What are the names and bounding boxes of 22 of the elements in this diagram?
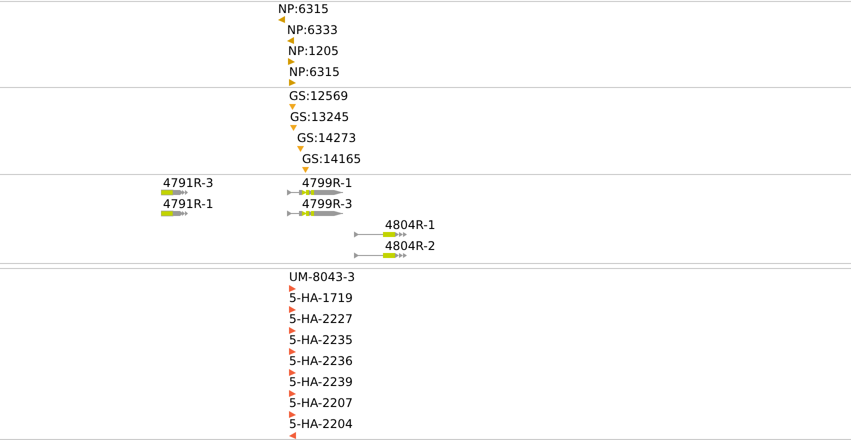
feature-label: GS:13245 [290, 110, 350, 124]
feature-label: NP:6333 [287, 23, 338, 37]
feature-label: 5-HA-2227 [289, 312, 353, 326]
feature-label: GS:12569 [289, 89, 348, 103]
feature-label: GS:14273 [297, 131, 356, 145]
feature-label: 4804R-2 [385, 239, 436, 253]
feature-label: NP:6315 [278, 2, 329, 16]
feature-label: UM-8043-3 [289, 270, 355, 284]
feature-label: 4799R-3 [302, 197, 352, 211]
feature-label: 5-HA-2235 [289, 333, 353, 347]
feature-label: 5-HA-2236 [289, 354, 353, 368]
feature-label: 5-HA-2204 [289, 417, 353, 431]
feature-label: 4799R-1 [302, 176, 352, 190]
feature-label: GS:14165 [302, 152, 362, 166]
feature-label: 5-HA-2207 [289, 396, 353, 410]
feature-label: 4791R-3 [163, 176, 214, 190]
feature-label: NP:1205 [288, 44, 339, 58]
feature-label: 4804R-1 [385, 218, 436, 232]
feature-label: 5-HA-1719 [289, 291, 353, 305]
feature-label: NP:6315 [289, 65, 340, 79]
feature-label: 5-HA-2239 [289, 375, 353, 389]
feature-label: 4791R-1 [163, 197, 214, 211]
